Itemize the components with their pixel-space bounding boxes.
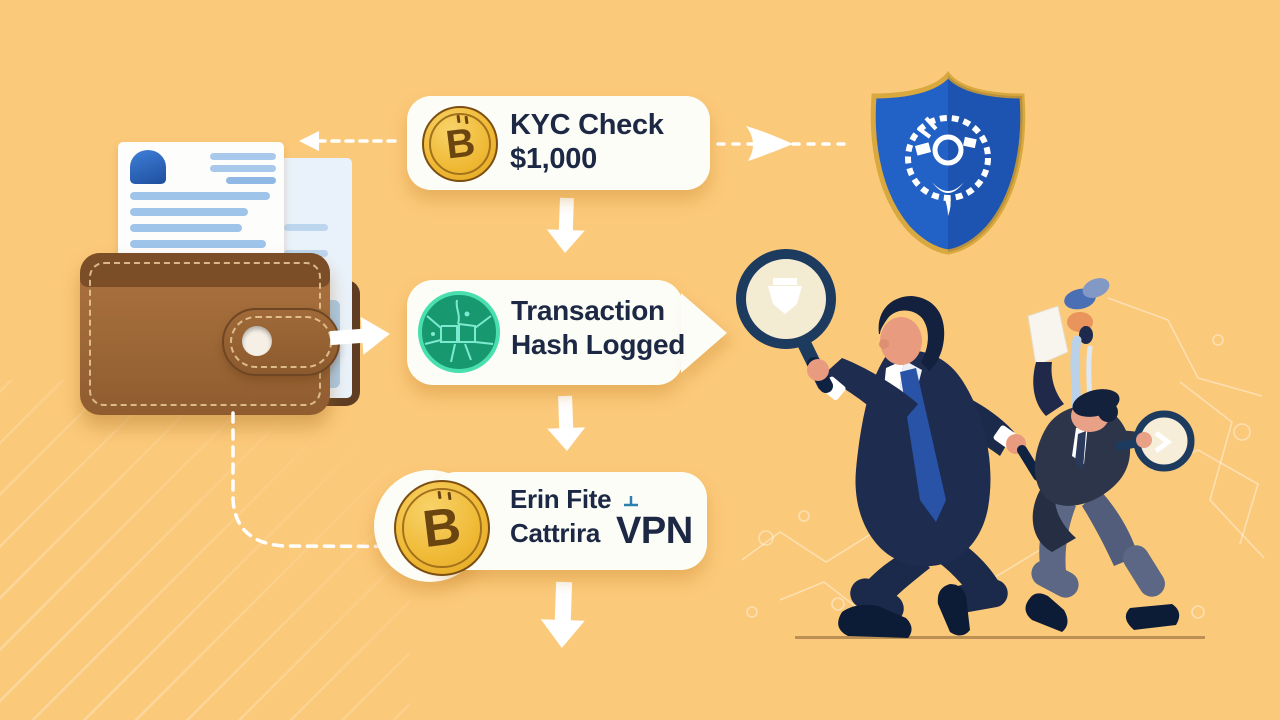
dashed-arrow-to-shield — [716, 126, 852, 161]
diagonal-stripes-decoration — [0, 380, 410, 720]
investigator-small — [1025, 389, 1195, 632]
down-arrow-icon — [540, 581, 585, 648]
document-emblem-icon — [130, 150, 166, 184]
transaction-hash-box: Transaction Hash Logged — [407, 280, 727, 385]
vpn-line1: Erin Fite — [510, 484, 612, 514]
kyc-amount: $1,000 — [510, 143, 597, 175]
vpn-badge: VPN — [616, 510, 693, 552]
shield-emblem — [905, 115, 991, 216]
transaction-line2: Hash Logged — [511, 329, 686, 360]
bitcoin-coin-icon: B — [394, 480, 490, 576]
wallet-strap — [222, 308, 340, 376]
kyc-title: KYC Check — [510, 109, 664, 141]
transaction-line1: Transaction — [511, 295, 665, 326]
vpn-line2: Cattrira — [510, 518, 601, 548]
antenna-icon — [624, 496, 638, 507]
right-arrow-icon — [329, 316, 390, 355]
investigator-large — [736, 249, 1043, 638]
down-arrow-icon — [547, 395, 586, 451]
blockchain-network-icon — [418, 291, 500, 373]
magnifying-glass-icon — [1115, 410, 1195, 472]
callout-pointer — [681, 292, 727, 373]
dashed-arrow-to-wallet — [299, 131, 404, 151]
bitcoin-coin-icon: B — [422, 106, 498, 182]
artifact-cluster — [1027, 278, 1110, 433]
down-arrow-icon — [546, 197, 585, 253]
ground-line — [795, 636, 1205, 639]
front-document — [118, 142, 284, 264]
kyc-check-box: B KYC Check $1,000 — [407, 96, 710, 190]
